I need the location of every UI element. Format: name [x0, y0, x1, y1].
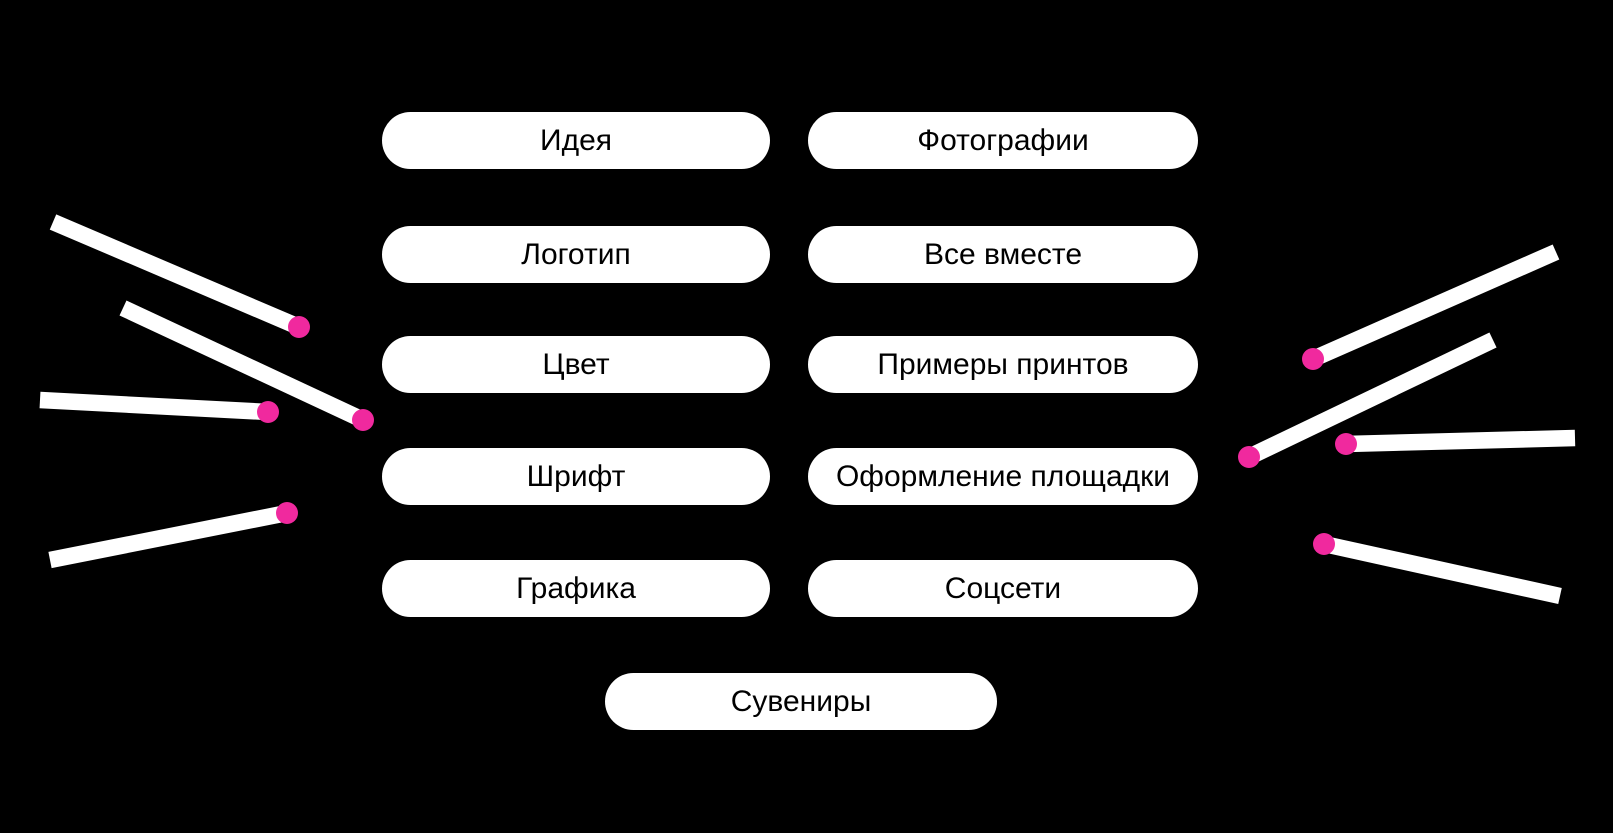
- matchstick-right-4: [1313, 533, 1562, 605]
- matchstick-right-2: [1238, 332, 1497, 468]
- pill-button-graphics[interactable]: Графика: [382, 560, 770, 617]
- matchstick-right-1: [1302, 244, 1560, 370]
- matchstick-stick: [49, 214, 303, 335]
- matchstick-stick: [1309, 244, 1560, 367]
- matchstick-left-1: [49, 214, 310, 338]
- pill-button-all-together[interactable]: Все вместе: [808, 226, 1198, 283]
- matchstick-stick: [1345, 429, 1576, 453]
- matchstick-stick: [119, 300, 367, 428]
- pill-button-souvenirs[interactable]: Сувениры: [605, 673, 997, 730]
- matchstick-left-4: [48, 502, 298, 569]
- match-tip-icon: [352, 409, 374, 431]
- match-tip-icon: [1335, 433, 1357, 455]
- matchstick-right-3: [1335, 429, 1576, 455]
- matchstick-left-3: [39, 391, 279, 423]
- pill-button-idea[interactable]: Идея: [382, 112, 770, 169]
- match-tip-icon: [288, 316, 310, 338]
- matchstick-stick: [1245, 332, 1497, 465]
- matchstick-left-2: [119, 300, 374, 431]
- match-tip-icon: [257, 401, 279, 423]
- pill-button-social-media[interactable]: Соцсети: [808, 560, 1198, 617]
- matchstick-stick: [1322, 535, 1562, 605]
- pill-button-photos[interactable]: Фотографии: [808, 112, 1198, 169]
- matchstick-stick: [39, 391, 269, 421]
- pill-button-font[interactable]: Шрифт: [382, 448, 770, 505]
- pill-button-color[interactable]: Цвет: [382, 336, 770, 393]
- match-tip-icon: [1302, 348, 1324, 370]
- pill-button-logotype[interactable]: Логотип: [382, 226, 770, 283]
- pill-button-venue-decor[interactable]: Оформление площадки: [808, 448, 1198, 505]
- pill-button-print-examples[interactable]: Примеры принтов: [808, 336, 1198, 393]
- match-tip-icon: [276, 502, 298, 524]
- match-tip-icon: [1238, 446, 1260, 468]
- matchstick-stick: [48, 504, 289, 569]
- match-tip-icon: [1313, 533, 1335, 555]
